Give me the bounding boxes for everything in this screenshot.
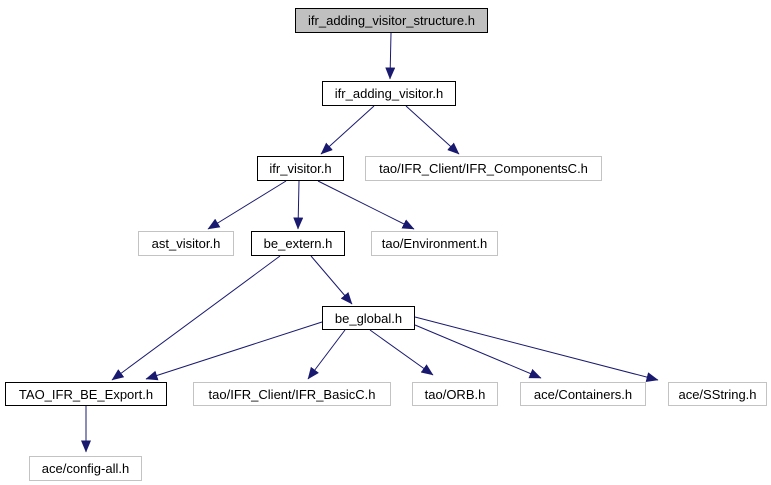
- edge-global-sstring: [414, 316, 659, 382]
- edge-visitor-env: [317, 180, 415, 230]
- graph-node-env: tao/Environment.h: [371, 231, 498, 256]
- edge-adding-visitor: [320, 105, 375, 155]
- graph-node-orb: tao/ORB.h: [412, 382, 498, 406]
- graph-node-sstring: ace/SString.h: [668, 382, 767, 406]
- graph-node-basicc: tao/IFR_Client/IFR_BasicC.h: [193, 382, 391, 406]
- edge-global-export: [145, 321, 323, 381]
- graph-node-configall: ace/config-all.h: [29, 456, 142, 481]
- graph-node-components: tao/IFR_Client/IFR_ComponentsC.h: [365, 156, 602, 181]
- edge-global-orb: [369, 329, 434, 376]
- graph-node-global[interactable]: be_global.h: [322, 306, 415, 330]
- graph-node-containers: ace/Containers.h: [520, 382, 646, 406]
- edge-extern-export: [111, 255, 281, 381]
- edge-structure-adding: [385, 32, 396, 80]
- edges: [81, 32, 659, 453]
- graph-node-export[interactable]: TAO_IFR_BE_Export.h: [5, 382, 167, 406]
- edge-global-containers: [414, 324, 542, 379]
- graph-node-structure: ifr_adding_visitor_structure.h: [295, 8, 488, 33]
- graph-node-visitor[interactable]: ifr_visitor.h: [257, 156, 344, 181]
- graph-node-ast: ast_visitor.h: [138, 231, 234, 256]
- edge-extern-global: [310, 255, 353, 305]
- edge-visitor-ast: [207, 180, 287, 230]
- edge-adding-components: [405, 105, 460, 155]
- graph-node-extern[interactable]: be_extern.h: [251, 231, 345, 256]
- edge-visitor-extern: [293, 180, 304, 230]
- graph-node-adding[interactable]: ifr_adding_visitor.h: [322, 81, 456, 106]
- edge-global-basicc: [307, 329, 346, 380]
